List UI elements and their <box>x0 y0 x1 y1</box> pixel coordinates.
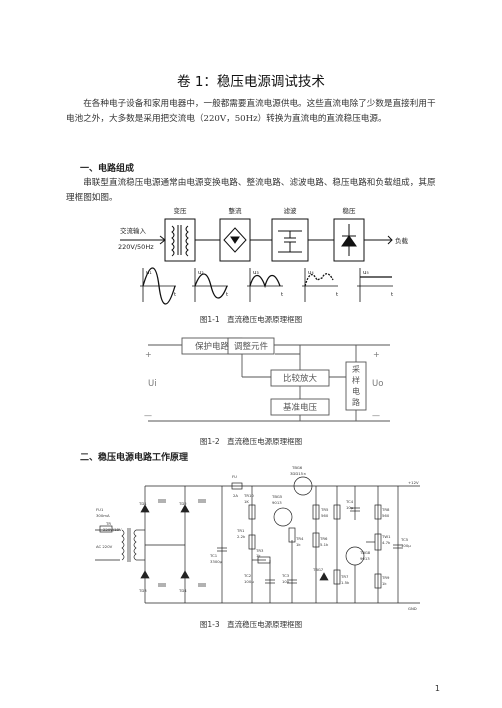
sch-r6: TR6 <box>319 536 328 541</box>
wave-label-u5: u₅ <box>363 270 369 276</box>
sch-r7: TR7 <box>340 574 349 579</box>
figure1-caption: 图1-1 直流稳压电源原理框图 <box>199 315 303 324</box>
figure2-caption: 图1-2 直流稳压电源原理框图 <box>199 437 303 446</box>
sch-r3: TR3 <box>255 548 264 553</box>
sch-c5: TC5 <box>400 537 409 542</box>
sch-fu-val: 2A <box>233 493 238 498</box>
sch-ac: AC 220V <box>96 544 113 549</box>
fig2-plus-right: + <box>373 350 380 359</box>
sch-d3: TD3 <box>138 588 147 593</box>
sch-vt8-val: 9013 <box>360 556 370 561</box>
sch-r5: TR5 <box>320 507 329 512</box>
wave-axis-t1: t <box>174 292 177 298</box>
sch-r2-val: 2.2k <box>237 534 246 539</box>
fig2-plus-left: + <box>145 350 152 359</box>
sch-r1: TR10 <box>243 493 254 498</box>
sch-r4-val: 1k <box>296 542 301 547</box>
sch-vt6: TBG6 <box>291 465 303 470</box>
sch-c1: TC1 <box>209 553 218 558</box>
stage-label-rectify: 整流 <box>229 206 243 215</box>
fig2-sampling-char-2: 样 <box>352 375 360 385</box>
sch-fu: FU <box>232 474 237 479</box>
wave-axis-t4: t <box>336 292 339 298</box>
sch-c2-val: 100μ <box>244 579 254 584</box>
sch-vt6-val: 3DD15× <box>290 471 306 476</box>
sch-rp-val: 4.7k <box>382 540 391 545</box>
fig2-adjust-box: 调整元件 <box>234 341 269 352</box>
sch-r5-val: 560 <box>321 513 329 518</box>
fig2-sampling-char-4: 路 <box>352 397 360 407</box>
fig2-uo-label: Uo <box>372 379 383 389</box>
sch-d1: TD1 <box>138 501 147 506</box>
input-spec: 220V/50Hz <box>118 243 154 251</box>
sch-c4: TC4 <box>345 499 354 504</box>
sch-out-plus: +12V <box>408 480 419 485</box>
sch-rp: TW1 <box>381 534 391 539</box>
wave-label-u3: u₃ <box>253 270 259 276</box>
sch-r2: TR1 <box>236 528 245 533</box>
sch-c3: TC3 <box>281 573 290 578</box>
sch-r8-val: 560 <box>382 513 390 518</box>
fig2-protection-box: 保护电路 <box>195 341 230 352</box>
sch-d2: TD2 <box>178 501 187 506</box>
sch-vt8: TBG8 <box>359 550 371 555</box>
section1-paragraph: 串联型直流稳压电源通常由电源变换电路、整流电路、滤波电路、稳压电路和负载组成，其… <box>66 178 436 204</box>
fig2-sampling-char-3: 电 <box>352 386 360 396</box>
sch-tr: TR <box>105 521 111 526</box>
fig2-reference-box: 基准电压 <box>283 402 318 413</box>
wave-label-u1: u₁ <box>146 270 152 276</box>
sch-r1-val: 1K <box>244 499 249 504</box>
wave-axis-t5: t <box>391 292 394 298</box>
fig2-compare-box: 比较放大 <box>283 373 318 384</box>
input-label: 交流输入 <box>120 226 147 235</box>
sch-c4-val: 10μ <box>346 505 354 510</box>
sch-vt5-val: 9013 <box>272 500 282 505</box>
sch-c1-val: 3300μ <box>210 559 223 564</box>
figure3-caption: 图1-3 直流稳压电源原理框图 <box>199 620 303 629</box>
sch-tr-val: 220V/18V <box>103 527 122 532</box>
sch-r9: TR9 <box>381 575 390 580</box>
load-label: 负载 <box>395 236 409 245</box>
sch-r7-val: 1.5k <box>341 580 350 585</box>
sch-c2: TC2 <box>243 573 252 578</box>
stage-label-regulate: 稳压 <box>343 206 357 215</box>
sch-fu1-val: 300mA <box>96 513 110 518</box>
sch-c5-val: 100μ <box>401 543 411 548</box>
sch-r9-val: 1k <box>382 581 387 586</box>
sch-c3-val: 10μ <box>282 579 290 584</box>
sch-vt5: TBG5 <box>271 494 283 499</box>
stage-label-transform: 变压 <box>174 206 188 215</box>
fig2-minus-right: — <box>372 411 380 420</box>
fig2-ui-label: Ui <box>148 379 157 389</box>
sch-r3-val: 1k <box>256 553 261 558</box>
sch-out-gnd: GND <box>408 606 417 611</box>
section1-heading: 一、电路组成 <box>80 164 135 174</box>
stage-label-filter: 滤波 <box>284 206 298 215</box>
intro-paragraph: 在各种电子设备和家用电器中，一般都需要直流电源供电。这些直流电除了少数是直接利用… <box>66 99 436 125</box>
sch-vt7: TBG7 <box>312 567 324 572</box>
sch-r6-val: 5.1k <box>320 542 329 547</box>
fig2-sampling-char-1: 采 <box>352 364 360 374</box>
wave-label-u4: u₄ <box>308 270 314 276</box>
wave-label-u2: u₂ <box>198 270 204 276</box>
fig2-minus-left: — <box>144 411 152 420</box>
page-number: 1 <box>434 684 440 693</box>
sch-d4: TD4 <box>178 588 187 593</box>
wave-axis-t2: t <box>226 292 229 298</box>
sch-r8: TR8 <box>381 507 390 512</box>
sch-fu1: FU1 <box>96 507 104 512</box>
wave-axis-t3: t <box>281 292 284 298</box>
sch-r4: TR4 <box>295 536 304 541</box>
section2-heading: 二、稳压电源电路工作原理 <box>80 453 189 463</box>
page-title: 卷 1：稳压电源调试技术 <box>177 74 325 90</box>
